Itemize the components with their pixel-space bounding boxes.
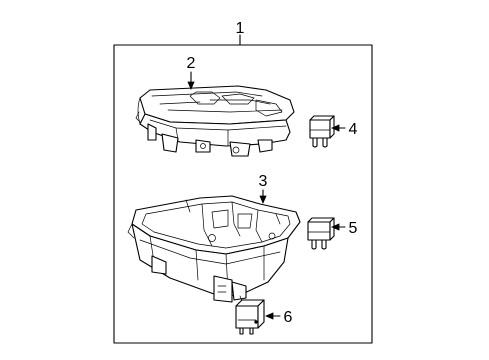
fuse-box-housing[interactable] <box>127 195 301 307</box>
callout-1: 1 <box>236 20 245 37</box>
callout-4: 4 <box>349 121 358 138</box>
fuse-box-cover[interactable] <box>135 85 295 157</box>
assembly-frame <box>113 44 373 344</box>
fuse-5[interactable] <box>307 217 335 250</box>
callout-2-arrowhead <box>187 81 195 91</box>
relay-6[interactable] <box>235 299 265 335</box>
callout-3-arrowhead <box>259 195 267 205</box>
callout-6: 6 <box>284 309 293 326</box>
callout-5: 5 <box>349 220 358 237</box>
mini-fuse-4[interactable] <box>309 115 335 148</box>
callout-3: 3 <box>259 173 268 190</box>
callout-2: 2 <box>187 55 196 72</box>
